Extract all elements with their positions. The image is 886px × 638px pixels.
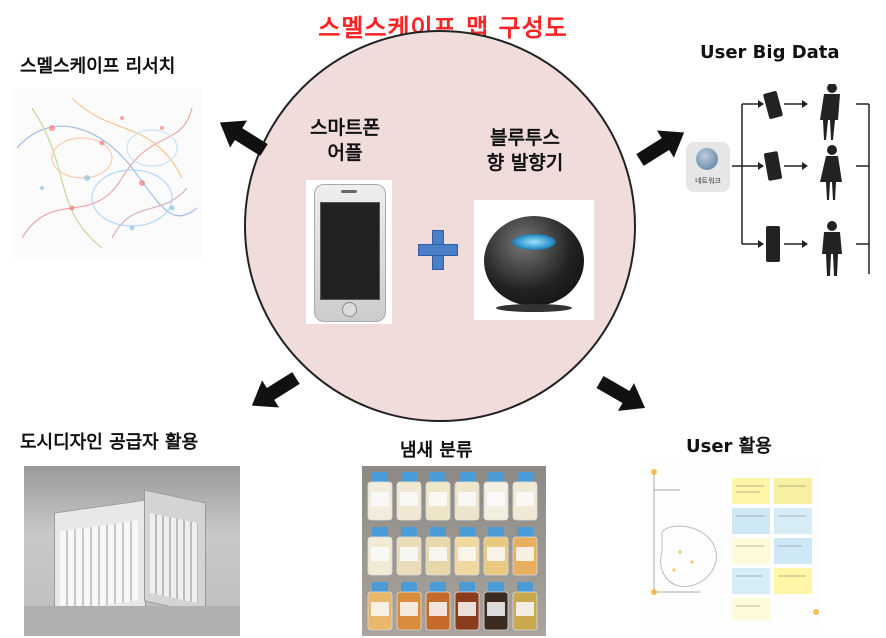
urban-design-label: 도시디자인 공급자 활용 bbox=[20, 432, 199, 453]
smellscape-research-image bbox=[12, 88, 202, 258]
smartphone-app-label-line2: 어플 bbox=[327, 142, 363, 164]
big-data-label: User Big Data bbox=[700, 42, 840, 63]
smell-classification-label: 냄새 분류 bbox=[400, 440, 473, 461]
smell-bottles-image bbox=[362, 466, 546, 636]
diffuser-image bbox=[474, 200, 594, 320]
smartphone-app-label: 스마트폰 어플 bbox=[290, 116, 400, 166]
arrow-to-urban-design bbox=[251, 372, 300, 408]
research-label: 스멜스케이프 리서치 bbox=[20, 56, 176, 77]
diffuser-label-line2: 향 발향기 bbox=[486, 152, 564, 174]
urban-design-image bbox=[24, 466, 240, 636]
smartphone-image bbox=[306, 180, 392, 324]
smartphone-app-label-line1: 스마트폰 bbox=[310, 117, 380, 139]
plus-icon bbox=[418, 230, 458, 270]
globe-icon bbox=[696, 148, 718, 170]
user-big-data-image: 네트워크 bbox=[684, 84, 878, 278]
user-usage-label: User 활용 bbox=[686, 436, 772, 457]
user-usage-image bbox=[640, 462, 820, 626]
diffuser-label: 블루투스 향 발향기 bbox=[460, 126, 590, 176]
network-label: 네트워크 bbox=[695, 177, 721, 185]
diffuser-label-line1: 블루투스 bbox=[490, 127, 560, 149]
arrow-to-user-usage bbox=[596, 375, 646, 411]
